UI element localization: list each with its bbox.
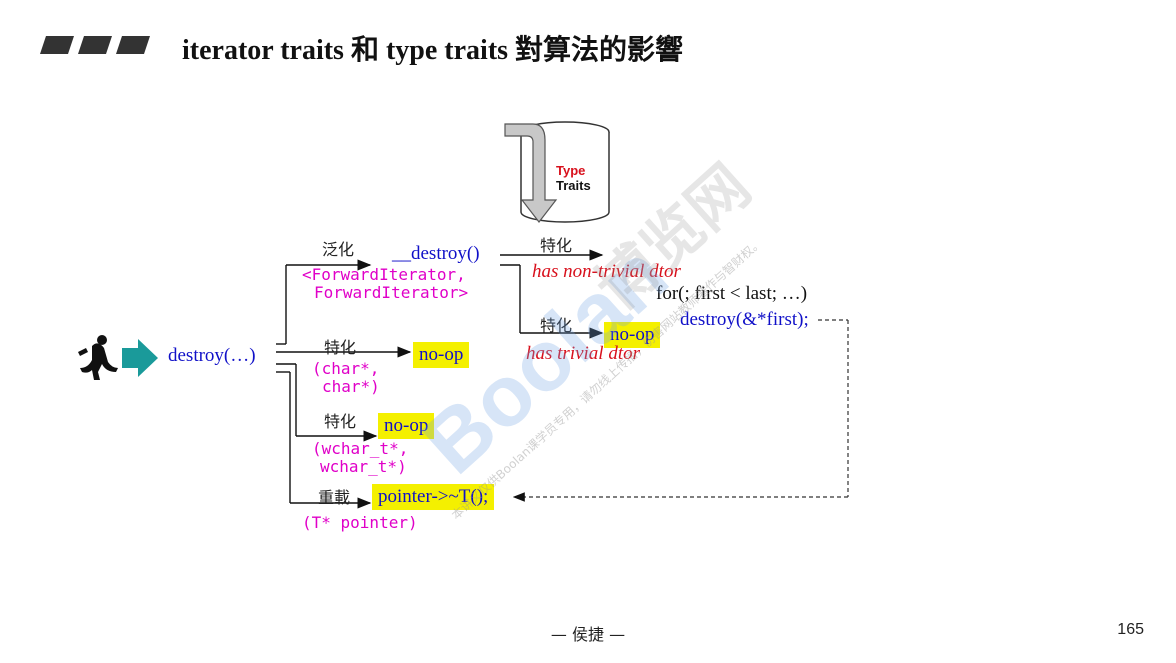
trivial-label: has trivial dtor [526, 343, 641, 364]
curved-arrow-icon [504, 123, 558, 223]
title-bars-icon [40, 36, 150, 54]
nontrivial-loop: for(; first < last; …) [656, 283, 808, 304]
nontrivial-kind: 特化 [540, 236, 573, 255]
char-result: no-op [413, 342, 470, 368]
generic-call: __destroy() [392, 243, 480, 264]
generic-kind: 泛化 [322, 240, 355, 259]
page-title: iterator traits 和 type traits 對算法的影響 [182, 35, 684, 66]
cylinder-line1: Type [556, 163, 586, 178]
footer-author: — 侯捷 — [550, 625, 626, 644]
teal-arrow-icon [122, 339, 158, 377]
type-traits-label: Type Traits [556, 163, 591, 193]
char-kind: 特化 [324, 338, 357, 357]
generic-params-1: <ForwardIterator, [302, 265, 466, 284]
cylinder-line2: Traits [556, 178, 591, 193]
page-number: 165 [1117, 621, 1144, 638]
generic-params-2: ForwardIterator> [314, 283, 469, 302]
nontrivial-call: destroy(&*first); [680, 309, 809, 330]
running-person-icon [78, 335, 118, 380]
entry-destroy: destroy(…) [168, 345, 256, 366]
nontrivial-label: has non-trivial dtor [532, 261, 681, 282]
char-params-1: (char*, [312, 359, 380, 378]
overload-result: pointer->~T(); [372, 484, 495, 510]
overload-params: (T* pointer) [302, 513, 418, 532]
wchar-kind: 特化 [324, 412, 357, 431]
wchar-params-1: (wchar_t*, [312, 439, 409, 458]
char-params-2: char*) [322, 377, 380, 396]
trivial-kind: 特化 [540, 316, 573, 335]
wchar-result: no-op [378, 413, 435, 439]
trivial-result: no-op [604, 322, 661, 348]
wchar-params-2: wchar_t*) [320, 457, 407, 476]
overload-kind: 重載 [318, 488, 351, 507]
